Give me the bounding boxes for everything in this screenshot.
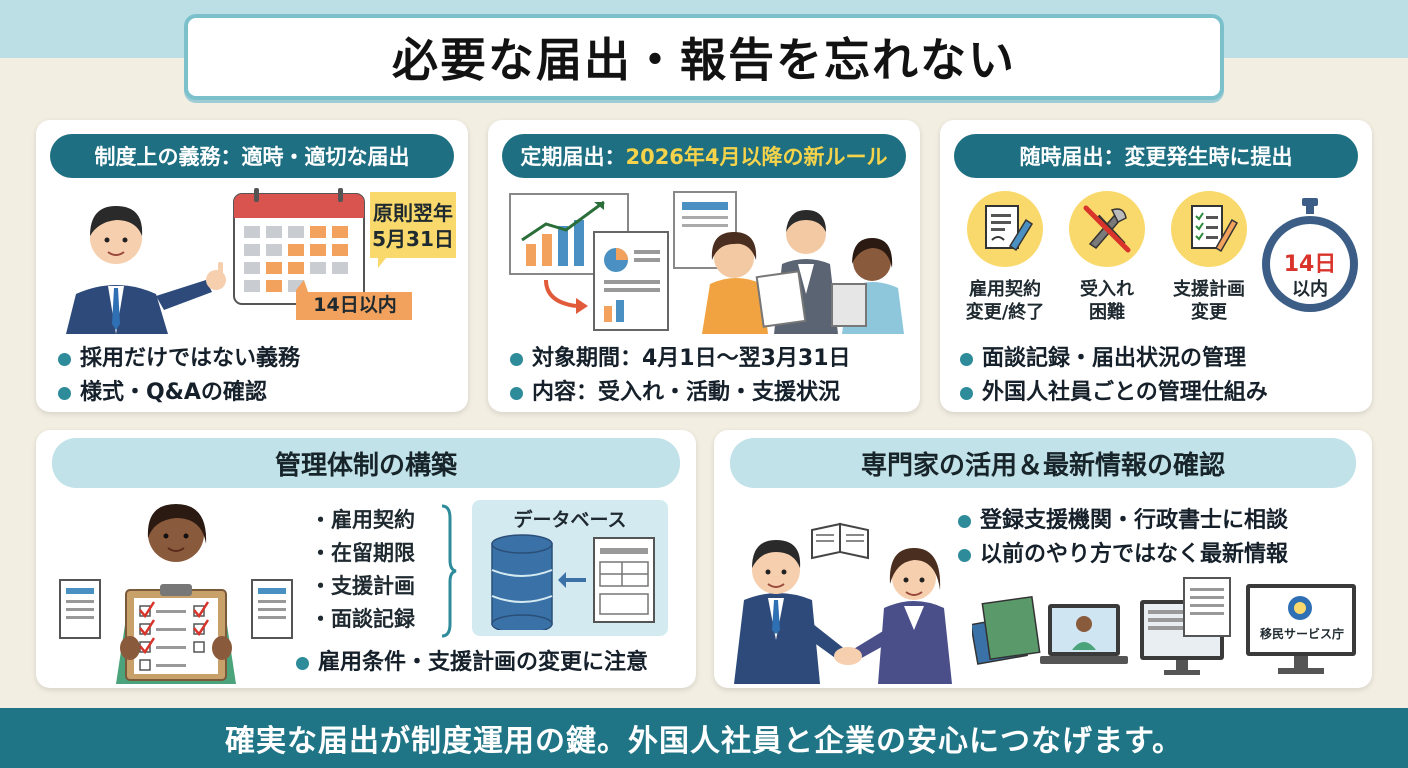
bullet-dot: [510, 352, 523, 366]
card-experts: 専門家の活用＆最新情報の確認 登録支援機関・行政書士に相談 以前のやり方ではなく…: [714, 430, 1372, 688]
bullet-item: 外国人社員ごとの管理仕組み: [960, 376, 1268, 410]
card-periodic-heading: 定期届出：2026年4月以降の新ルール: [502, 134, 906, 178]
bullet-dot: [958, 514, 971, 528]
management-item: ・雇用契約: [310, 508, 415, 532]
timer-line1: 14日: [1283, 252, 1337, 277]
bullet-item: 様式・Q&Aの確認: [58, 376, 300, 410]
bullet-dot: [960, 386, 973, 400]
businessman-pointing-calendar-illustration: [66, 188, 456, 334]
page-title: 必要な届出・報告を忘れない: [392, 33, 1016, 87]
stopwatch-icon: [1262, 198, 1358, 312]
bullet-item: 面談記録・届出状況の管理: [960, 342, 1268, 376]
prohibited-tools-icon: [1069, 191, 1145, 267]
books-laptop-icon: [972, 595, 1128, 665]
footer-banner: 確実な届出が制度運用の鍵。外国人社員と企業の安心につなげます。: [0, 708, 1408, 768]
bullet-dot: [58, 386, 71, 400]
card-management-bullets: 雇用条件・支援計画の変更に注意: [296, 646, 648, 680]
database-label: データベース: [513, 509, 627, 531]
bullet-item: 以前のやり方ではなく最新情報: [958, 538, 1288, 572]
agency-label: 移民サービス庁: [1259, 627, 1344, 641]
management-item: ・在留期限: [310, 541, 415, 565]
deadline-sub: 14日以内: [313, 294, 397, 316]
bullet-dot: [296, 656, 309, 670]
management-item: ・面談記録: [310, 607, 415, 631]
heading-prefix: 定期届出：: [520, 145, 626, 169]
database-icon: [491, 534, 655, 630]
deadline-main-line2: 5月31日: [372, 227, 454, 251]
adhoc-item-label: 受入れ 困難: [1080, 279, 1134, 323]
bullet-dot: [510, 386, 523, 400]
card-obligation-heading: 制度上の義務：適時・適切な届出: [50, 134, 454, 178]
card-management: 管理体制の構築 ・雇用契約 ・在留期限 ・支援計画 ・面談記録: [36, 430, 696, 688]
management-item-list: ・雇用契約 ・在留期限 ・支援計画 ・面談記録: [310, 504, 415, 636]
bullet-dot: [960, 352, 973, 366]
card-management-heading: 管理体制の構築: [52, 438, 680, 488]
bullet-item: 登録支援機関・行政書士に相談: [958, 504, 1288, 538]
bullet-item: 内容：受入れ・活動・支援状況: [510, 376, 851, 410]
timer-line2: 以内: [1292, 279, 1328, 300]
card-adhoc-bullets: 面談記録・届出状況の管理 外国人社員ごとの管理仕組み: [960, 342, 1268, 410]
card-experts-heading: 専門家の活用＆最新情報の確認: [730, 438, 1356, 488]
card-obligation: 制度上の義務：適時・適切な届出: [36, 120, 468, 412]
footer-message: 確実な届出が制度運用の鍵。外国人社員と企業の安心につなげます。: [225, 724, 1183, 759]
bullet-item: 対象期間：4月1日〜翌3月31日: [510, 342, 851, 376]
page-title-box: 必要な届出・報告を忘れない: [184, 14, 1224, 100]
bullet-item: 雇用条件・支援計画の変更に注意: [296, 646, 648, 680]
management-item: ・支援計画: [310, 574, 415, 598]
list-bracket: [441, 504, 457, 638]
contract-pen-icon: [967, 191, 1043, 267]
bullet-dot: [58, 352, 71, 366]
handshake-consultation-illustration: [734, 522, 952, 684]
computer-document-icon: [1140, 577, 1231, 675]
heading-highlight: 2026年4月以降の新ルール: [625, 145, 888, 169]
card-periodic: 定期届出：2026年4月以降の新ルール: [488, 120, 920, 412]
adhoc-item-label: 支援計画 変更: [1173, 279, 1245, 323]
checklist-pencil-icon: [1171, 191, 1247, 267]
deadline-main-line1: 原則翌年: [373, 201, 453, 225]
woman-clipboard-illustration: [59, 504, 293, 684]
card-adhoc: 随時届出：変更発生時に提出 14日 以内 雇用契約 変更/終了 受入れ 困難: [940, 120, 1372, 412]
adhoc-item-label: 雇用契約 変更/終了: [965, 279, 1045, 323]
bullet-item: 採用だけではない義務: [58, 342, 300, 376]
bullet-dot: [958, 548, 971, 562]
card-periodic-bullets: 対象期間：4月1日〜翌3月31日 内容：受入れ・活動・支援状況: [510, 342, 851, 410]
report-documents-team-illustration: [509, 191, 904, 334]
card-experts-bullets: 登録支援機関・行政書士に相談 以前のやり方ではなく最新情報: [958, 504, 1288, 572]
card-obligation-bullets: 採用だけではない義務 様式・Q&Aの確認: [58, 342, 300, 410]
card-adhoc-heading: 随時届出：変更発生時に提出: [954, 134, 1358, 178]
agency-website-monitor-icon: [1246, 584, 1356, 674]
